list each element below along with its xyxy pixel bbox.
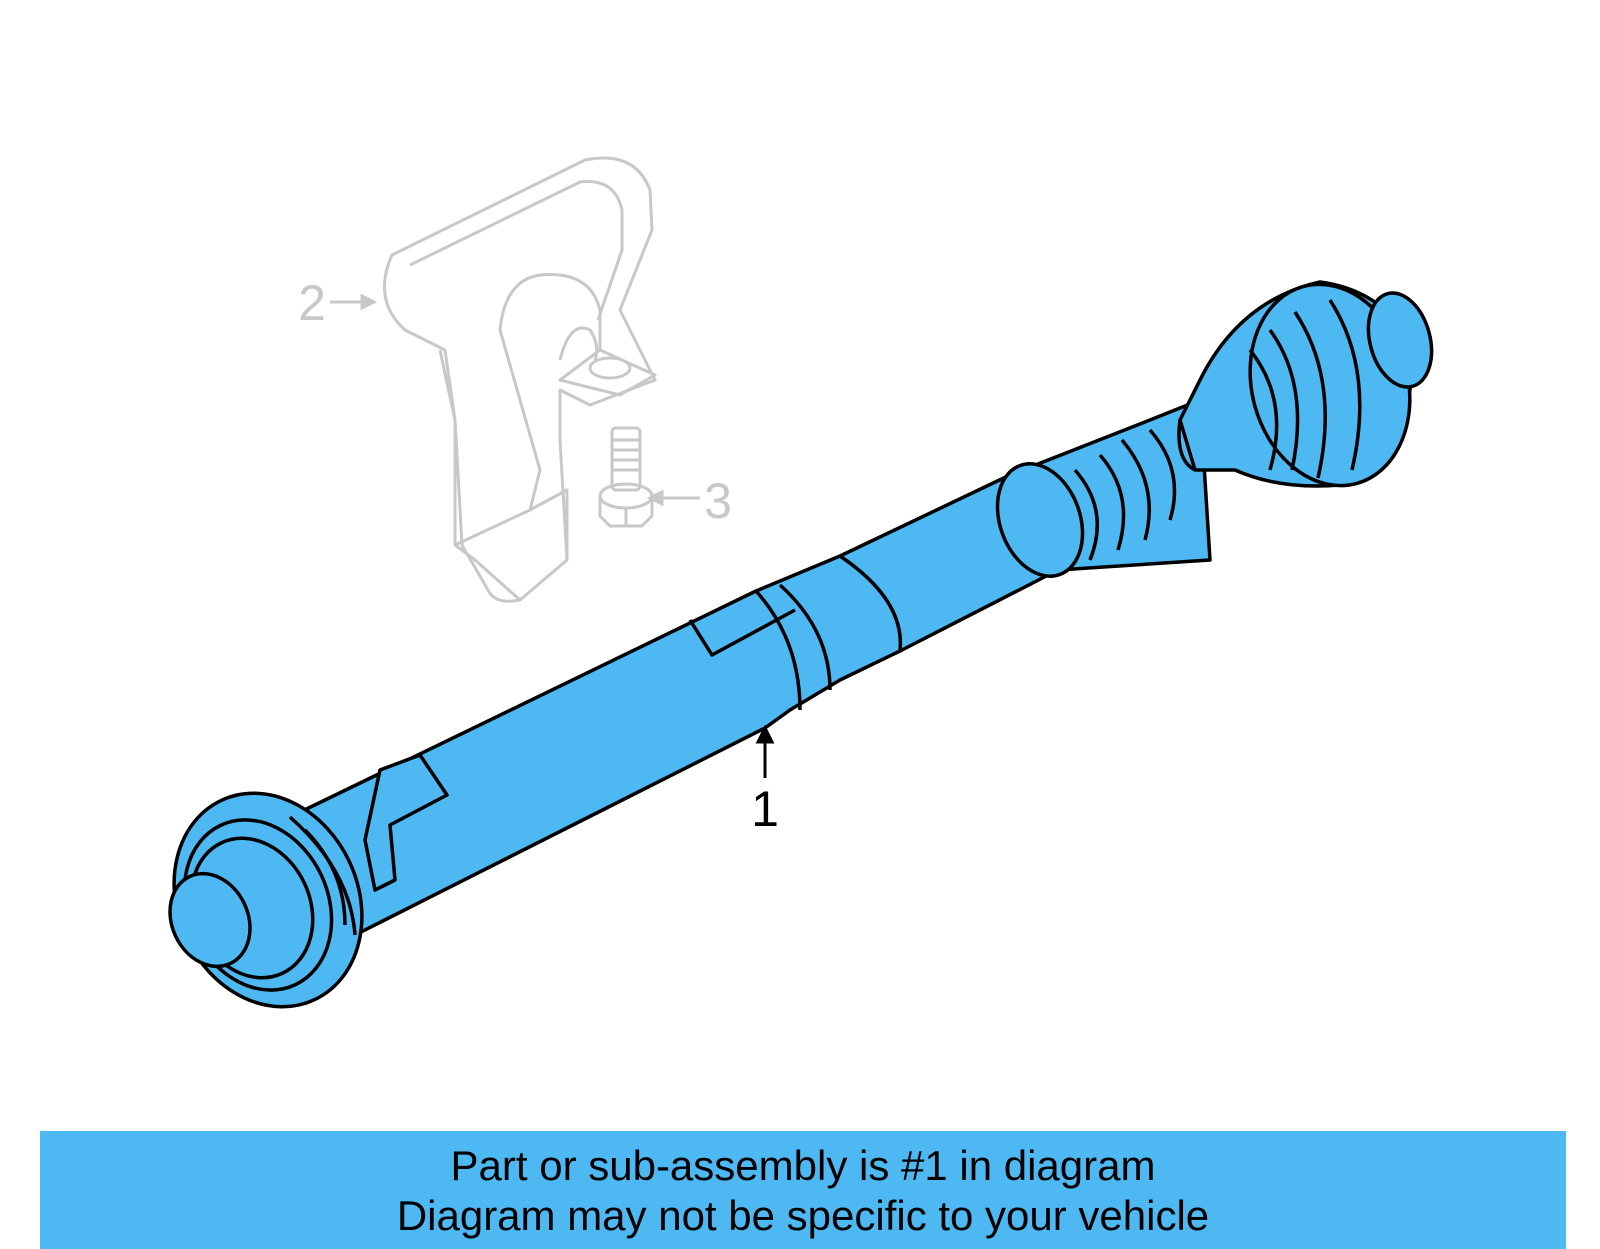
bracket-part bbox=[382, 156, 657, 603]
info-banner: Part or sub-assembly is #1 in diagram Di… bbox=[40, 1131, 1566, 1249]
callout-2: 2 bbox=[298, 275, 326, 331]
bolt-part bbox=[598, 426, 654, 528]
callout-1: 1 bbox=[751, 781, 779, 837]
banner-line-2: Diagram may not be specific to your vehi… bbox=[396, 1192, 1210, 1239]
driveshaft-part bbox=[168, 280, 1434, 1009]
callout-leaders bbox=[330, 293, 775, 778]
callout-3: 3 bbox=[704, 473, 732, 529]
banner-line-1: Part or sub-assembly is #1 in diagram bbox=[450, 1142, 1156, 1189]
